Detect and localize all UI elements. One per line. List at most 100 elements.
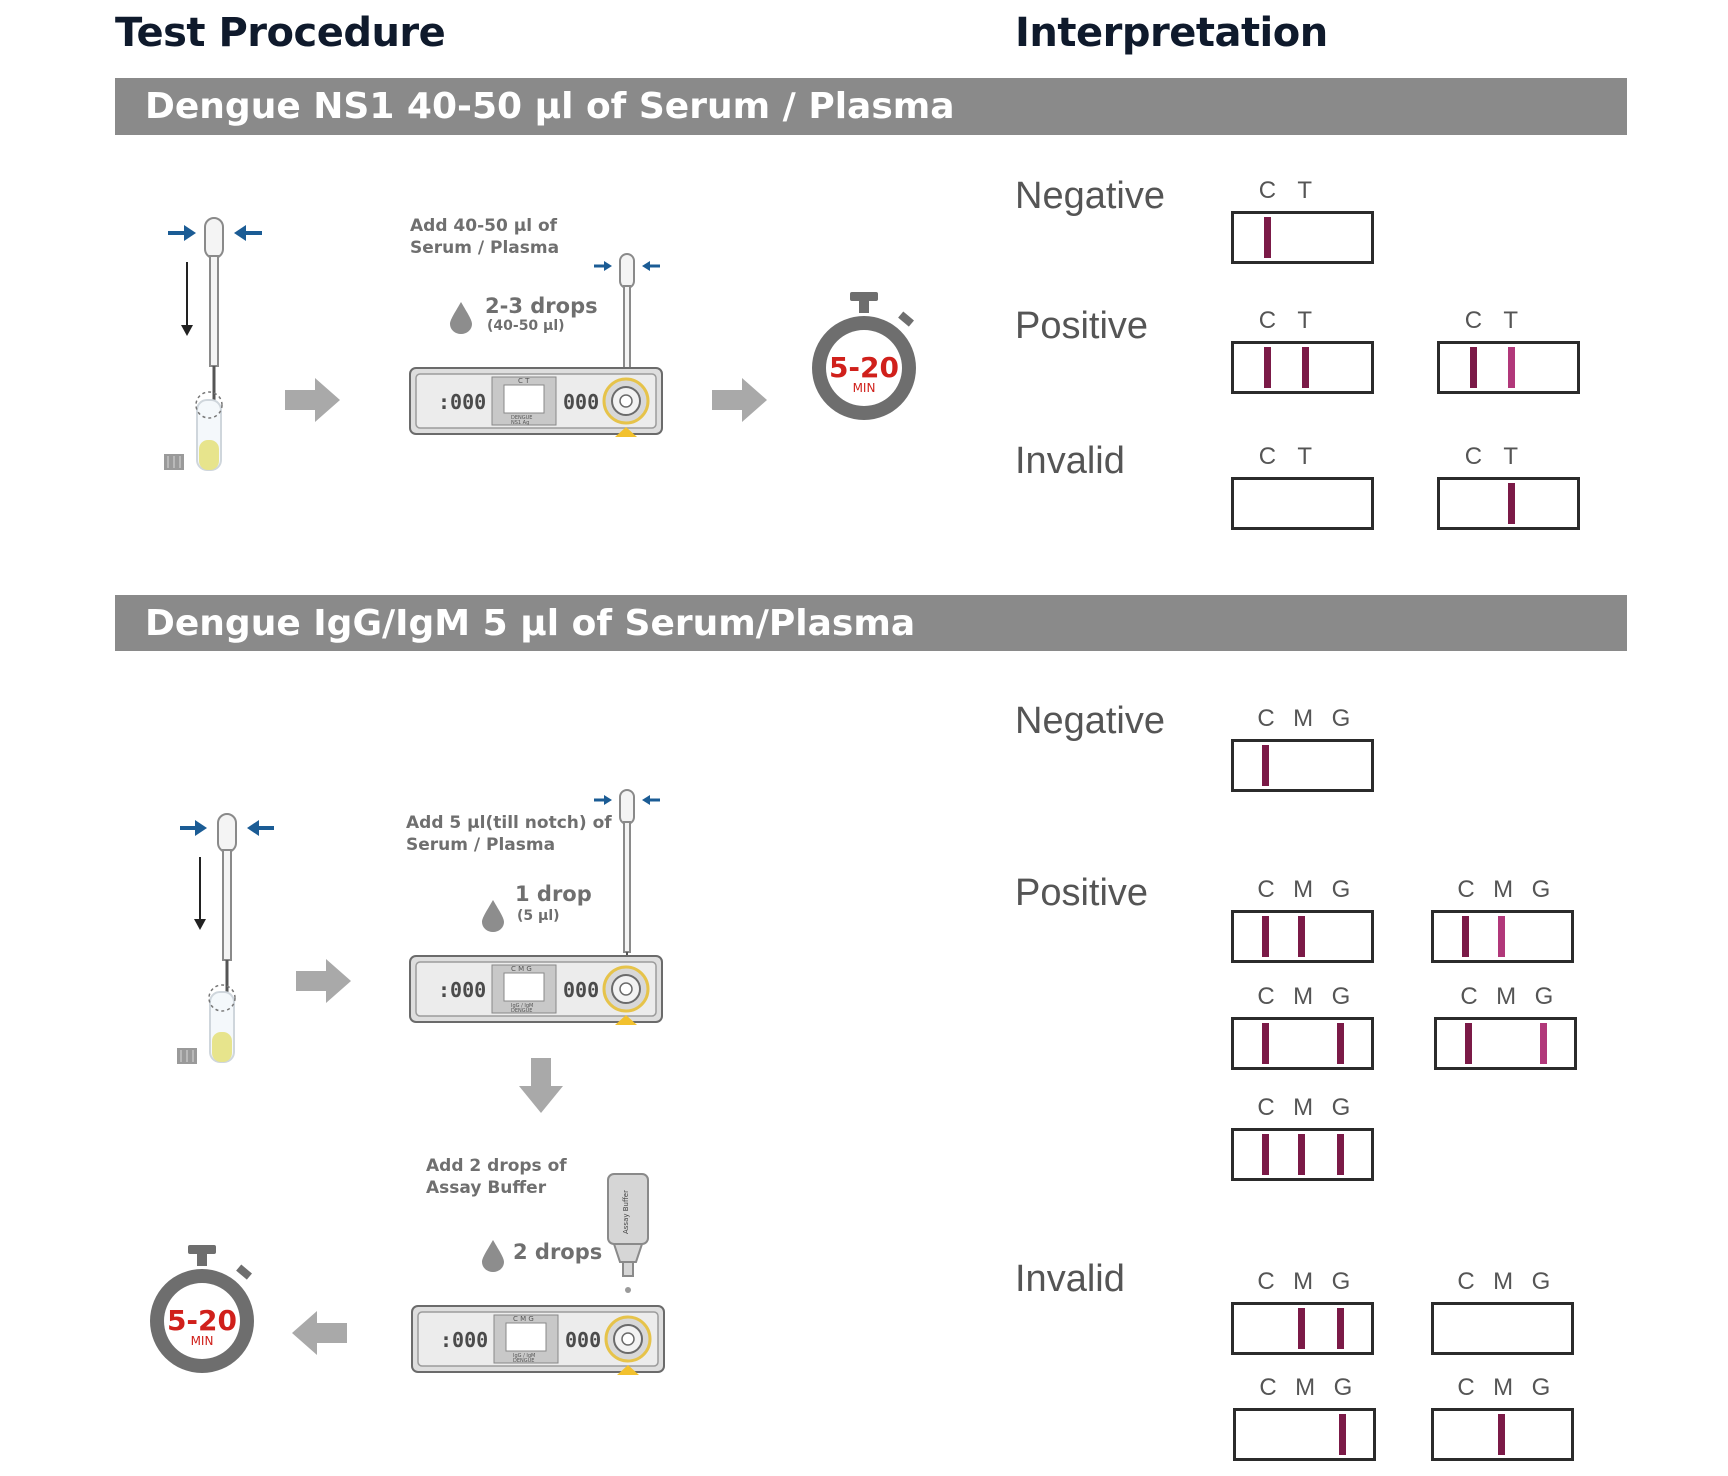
ns1-invalid-label: Invalid	[1015, 440, 1125, 482]
interpretation-heading: Interpretation	[1015, 10, 1328, 56]
igg-instruction-line2: Serum / Plasma	[406, 835, 556, 855]
band-g	[1336, 1308, 1344, 1349]
igg-invalid-strip	[1431, 1302, 1574, 1355]
igg-positive-strip	[1231, 1017, 1374, 1070]
igg-test-cassette-sample: C M G IgG / IgM DENGUE :000 000	[409, 955, 663, 1025]
igg-buffer-line1: Add 2 drops of	[426, 1156, 567, 1176]
sample-well-icon	[604, 1315, 652, 1363]
tube-cap-icon	[177, 1048, 197, 1064]
ns1-device-label-line2: NS1 Ag	[511, 420, 529, 426]
strip-letter-c: C	[1258, 307, 1277, 334]
ns1-negative-strip	[1231, 211, 1374, 264]
drop-icon	[482, 1240, 504, 1272]
notch-marker-icon	[617, 1365, 639, 1375]
band-c	[1262, 916, 1270, 957]
igg-negative-strip	[1231, 739, 1374, 792]
squeeze-arrows-icon	[168, 225, 262, 241]
igg-invalid-label: Invalid	[1015, 1258, 1125, 1300]
band-m	[1498, 1414, 1506, 1455]
igg-timer-icon: 5-20 MIN	[150, 1245, 254, 1373]
strip-letter-t: T	[1297, 177, 1313, 204]
igg-instruction: Add 5 µl(till notch) of Serum / Plasma	[406, 812, 612, 856]
strip-letter-c: C	[1460, 983, 1478, 1010]
sample-tube-icon	[195, 391, 223, 471]
strip-letter-m: M	[1293, 983, 1314, 1010]
ns1-positive-strip	[1437, 341, 1580, 394]
pipette-icon	[619, 789, 635, 978]
band-c	[1469, 347, 1477, 388]
band-c	[1262, 1134, 1270, 1175]
ns1-negative-label: Negative	[1015, 175, 1165, 217]
igg-instruction-line1: Add 5 µl(till notch) of	[406, 813, 612, 833]
strip-letter-g: G	[1331, 876, 1351, 903]
igg-device-window-letters: C M G	[511, 965, 532, 973]
igg-step-arrow-left-icon	[292, 1311, 347, 1355]
ns1-device-label-line1: DENGUE	[511, 415, 532, 421]
band-c	[1462, 916, 1470, 957]
igg-step-arrow-1-icon	[296, 959, 351, 1003]
strip-letter-c: C	[1457, 1268, 1475, 1295]
strip-letter-t: T	[1503, 443, 1519, 470]
strip-letter-c: C	[1257, 876, 1275, 903]
strip-letter-m: M	[1293, 1268, 1314, 1295]
igg-device-pipette-illustration	[594, 789, 660, 978]
igg-buffer-instruction: Add 2 drops of Assay Buffer	[426, 1155, 567, 1199]
band-g	[1336, 1134, 1344, 1175]
band-g	[1338, 1414, 1346, 1455]
igg-positive-label: Positive	[1015, 872, 1149, 914]
band-g	[1336, 1023, 1344, 1064]
igg-invalid-strip	[1231, 1302, 1374, 1355]
ns1-device-digits-left: :000	[438, 390, 486, 414]
pipette-icon	[204, 217, 224, 415]
igg-invalid-strip	[1431, 1408, 1574, 1461]
igg-device-label-line2: DENGUE	[513, 1358, 534, 1364]
ns1-banner: Dengue NS1 40-50 µl of Serum / Plasma	[115, 78, 1627, 135]
band-c	[1262, 1023, 1270, 1064]
igg-drops-label: 1 drop	[515, 882, 592, 906]
ns1-timer-unit: MIN	[853, 381, 876, 395]
procedure-heading: Test Procedure	[115, 10, 446, 56]
band-c	[1263, 217, 1271, 258]
strip-letter-m: M	[1493, 1268, 1514, 1295]
igg-buffer-line2: Assay Buffer	[426, 1178, 547, 1198]
squeeze-arrows-icon	[594, 795, 660, 805]
strip-letter-m: M	[1493, 1374, 1514, 1401]
buffer-bottle-label: Assay Buffer	[622, 1190, 630, 1234]
igg-drops-sub: (5 µl)	[517, 908, 560, 924]
igg-positive-strip	[1431, 910, 1574, 963]
strip-letter-m: M	[1293, 705, 1314, 732]
strip-letter-m: M	[1493, 876, 1514, 903]
igg-step-arrow-down-icon	[519, 1058, 563, 1113]
ns1-device-digits-right: 000	[563, 390, 599, 414]
igg-device-label-line1: IgG / IgM	[513, 1353, 535, 1359]
buffer-bottle-icon: Assay Buffer	[607, 1173, 649, 1293]
sample-well-icon	[602, 377, 650, 425]
igg-timer-unit: MIN	[191, 1334, 214, 1348]
strip-letter-g: G	[1534, 983, 1554, 1010]
strip-letter-m: M	[1293, 876, 1314, 903]
igg-positive-strip	[1231, 910, 1374, 963]
igg-device-digits-left: :000	[438, 978, 486, 1002]
igg-timer-value: 5-20	[167, 1304, 237, 1337]
ns1-drops-label: 2-3 drops	[485, 294, 598, 318]
band-m	[1298, 916, 1306, 957]
ns1-device-window-letters: C T	[518, 377, 530, 385]
ns1-instruction-line1: Add 40-50 µl of	[410, 216, 558, 236]
ns1-positive-strip	[1231, 341, 1374, 394]
band-g	[1539, 1023, 1547, 1064]
band-t	[1508, 483, 1516, 524]
sample-well-icon	[602, 965, 650, 1013]
band-c	[1262, 745, 1270, 786]
igg-negative-label: Negative	[1015, 700, 1165, 742]
strip-letter-g: G	[1331, 1094, 1351, 1121]
igg-device-digits-left: :000	[440, 1328, 488, 1352]
strip-letter-c: C	[1258, 177, 1277, 204]
ns1-banner-text: Dengue NS1 40-50 µl of Serum / Plasma	[145, 86, 955, 127]
notch-marker-icon	[615, 427, 637, 437]
strip-letter-g: G	[1331, 1268, 1351, 1295]
tube-cap-icon	[164, 454, 184, 470]
strip-letter-c: C	[1257, 1268, 1275, 1295]
strip-letter-c: C	[1257, 705, 1275, 732]
band-t	[1508, 347, 1516, 388]
ns1-step-arrow-2-icon	[712, 378, 767, 422]
